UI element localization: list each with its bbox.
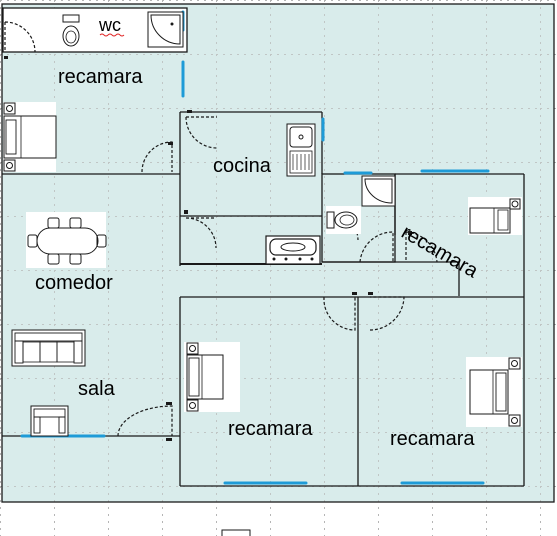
door-stops — [4, 56, 412, 441]
spell-underline — [99, 33, 125, 37]
label-cocina: cocina — [213, 155, 271, 177]
door-swing-icon — [359, 231, 394, 263]
door-swing-icon — [323, 296, 356, 331]
door-swing-icon — [185, 116, 218, 149]
armchair-icon — [30, 405, 69, 437]
label-recamara-bottom-right: recamara — [390, 428, 475, 450]
bed-icon — [184, 342, 240, 412]
sink-icon — [286, 123, 316, 177]
sofa-icon — [11, 329, 86, 367]
stove-icon — [265, 235, 321, 265]
label-recamara-center: recamara — [228, 418, 313, 440]
bed-icon — [466, 357, 522, 427]
partial-fixture — [221, 529, 251, 536]
toilet-icon — [59, 14, 83, 48]
corner-shower-icon — [361, 175, 396, 207]
label-sala: sala — [78, 378, 115, 400]
door-swing-icon — [369, 296, 405, 331]
label-comedor: comedor — [35, 272, 113, 294]
bed-icon — [468, 197, 522, 235]
door-swing-icon — [4, 21, 36, 53]
door-swing-icon — [185, 217, 217, 249]
bed-icon — [3, 102, 57, 172]
label-recamara-top: recamara — [58, 66, 143, 88]
dining-table-icon — [26, 212, 107, 268]
door-swing-icon — [117, 405, 173, 437]
door-swing-icon — [405, 231, 438, 263]
corner-shower-icon — [147, 11, 184, 48]
label-wc: wc — [99, 15, 121, 35]
toilet-icon — [326, 206, 361, 234]
